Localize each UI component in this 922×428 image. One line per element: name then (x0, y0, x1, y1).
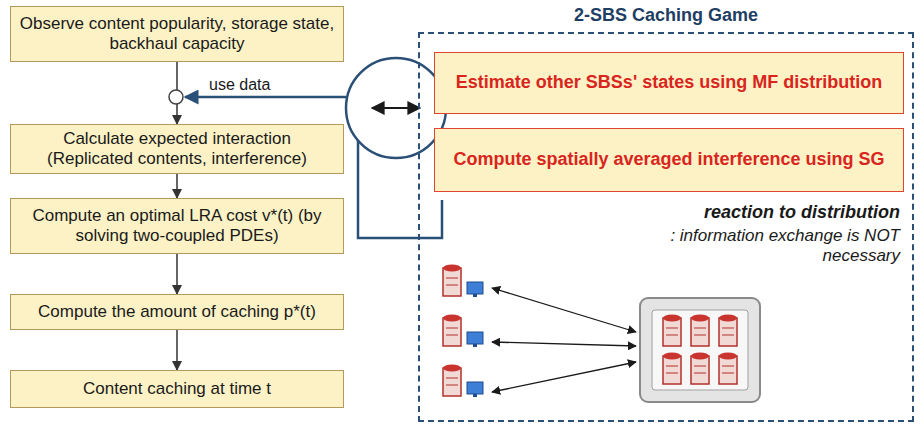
flow-arrow (176, 254, 178, 294)
game-step-box: Estimate other SBSs' states using MF dis… (434, 52, 904, 114)
process-box: Compute an optimal LRA cost v*(t) (by so… (10, 198, 344, 254)
link-circle (346, 58, 446, 158)
double-arrow (372, 107, 420, 109)
box-text: Estimate other SBSs' states using MF dis… (456, 72, 882, 94)
box-text: Compute an optimal LRA cost v*(t) (by so… (19, 206, 335, 247)
game-step-box: Compute spatially averaged interference … (434, 128, 904, 192)
process-box: Content caching at time t (10, 370, 344, 408)
note-heading: reaction to distribution (600, 202, 900, 223)
flow-arrow (176, 330, 178, 370)
flow-arrow (176, 174, 178, 198)
process-box: Compute the amount of caching p*(t) (10, 294, 344, 330)
box-text: Content caching at time t (83, 379, 271, 399)
box-text: Calculate expected interaction (Replicat… (19, 129, 335, 170)
box-text: Observe content popularity, storage stat… (19, 14, 335, 55)
use-data-arrow (185, 96, 346, 99)
central-rack (640, 298, 760, 402)
edge-note: use data (206, 76, 273, 94)
box-text: Compute the amount of caching p*(t) (38, 302, 316, 322)
note-text: : information exchange is NOT necessary (632, 226, 900, 267)
process-box: Calculate expected interaction (Replicat… (10, 124, 344, 174)
junction-circle (169, 90, 183, 104)
process-box: Observe content popularity, storage stat… (10, 6, 344, 62)
box-text: Compute spatially averaged interference … (453, 149, 884, 171)
panel-title: 2-SBS Caching Game (420, 5, 912, 26)
sbs-icons (443, 265, 636, 398)
